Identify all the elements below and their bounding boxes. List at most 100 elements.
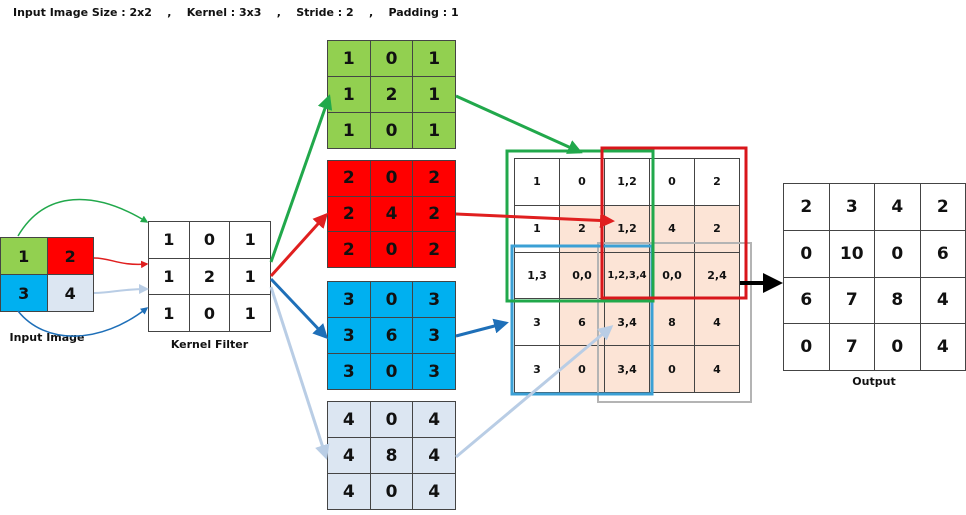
scaled-kernel-cell: 0 xyxy=(370,474,414,510)
scaled-kernel-cell: 0 xyxy=(370,282,414,318)
scaled-kernel-cell: 1 xyxy=(328,77,371,113)
output-label: Output xyxy=(852,375,896,388)
sum-grid-cell: 0,0 xyxy=(650,252,695,300)
scaled-kernel-cell: 0 xyxy=(370,402,414,438)
arrow-light-input-to-kernel xyxy=(93,284,149,295)
kernel-filter-label: Kernel Filter xyxy=(170,338,249,351)
scaled-kernel-cell: 4 xyxy=(328,402,371,438)
sum-grid-cell: 1,3 xyxy=(515,252,560,300)
sum-grid-cell: 3,4 xyxy=(605,299,650,347)
scaled-kernel-cell: 8 xyxy=(370,438,414,474)
arrow-red-kernel-to-scaled xyxy=(269,212,329,278)
sum-grid-cell: 2 xyxy=(695,205,740,253)
sum-grid-cell: 1,2 xyxy=(605,205,650,253)
output-cell: 0 xyxy=(875,324,921,371)
sum-grid-cell: 8 xyxy=(650,299,695,347)
output-cell: 10 xyxy=(829,230,875,278)
scaled-kernel-cell: 4 xyxy=(413,438,456,474)
scaled-kernel-cell: 4 xyxy=(413,474,456,510)
sum-grid-cell: 0 xyxy=(650,346,695,393)
input-image-cell: 2 xyxy=(47,238,94,275)
scaled-kernel-cell: 2 xyxy=(413,161,456,197)
input-image-cell: 1 xyxy=(1,238,48,275)
output-cell: 6 xyxy=(920,230,966,278)
arrow-light-kernel-to-scaled xyxy=(269,286,330,460)
input-image-cell: 4 xyxy=(47,275,94,312)
scaled-kernel-cell: 1 xyxy=(413,41,456,77)
scaled-kernel-cell: 0 xyxy=(370,232,414,268)
scaled-kernel-cell: 3 xyxy=(413,282,456,318)
header-text: Input Image Size : 2x2 , Kernel : 3x3 , … xyxy=(13,6,459,19)
output-cell: 7 xyxy=(829,277,875,325)
scaled-kernel-cell: 1 xyxy=(328,41,371,77)
scaled-kernel-cell: 3 xyxy=(328,282,371,318)
scaled-kernel-cell: 3 xyxy=(413,318,456,354)
scaled-kernel-cell: 2 xyxy=(413,232,456,268)
sum-grid-cell: 3,4 xyxy=(605,346,650,393)
sum-grid-cell: 1 xyxy=(515,205,560,253)
sum-grid-cell: 2 xyxy=(695,159,740,206)
input-image-cell: 3 xyxy=(1,275,48,312)
kernel-filter-cell: 1 xyxy=(230,258,271,296)
scaled-kernel-cell: 2 xyxy=(370,77,414,113)
kernel-filter-cell: 1 xyxy=(149,258,190,296)
scaled-kernel-cell: 0 xyxy=(370,161,414,197)
scaled-kernel-cell: 3 xyxy=(328,318,371,354)
sum-grid-cell: 3 xyxy=(515,299,560,347)
sum-grid-cell: 3 xyxy=(515,346,560,393)
scaled-kernel-cell: 2 xyxy=(328,232,371,268)
output-cell: 2 xyxy=(784,184,830,231)
output-cell: 8 xyxy=(875,277,921,325)
sum-grid-cell: 0 xyxy=(560,346,605,393)
output-cell: 4 xyxy=(920,324,966,371)
kernel-filter-cell: 0 xyxy=(189,222,231,259)
sum-grid-cell: 0,0 xyxy=(560,252,605,300)
sum-grid-cell: 0 xyxy=(560,159,605,206)
arrow-red-input-to-kernel xyxy=(93,257,149,269)
sum-grid-cell: 2 xyxy=(560,205,605,253)
output-cell: 0 xyxy=(784,324,830,371)
sum-grid-cell: 2,4 xyxy=(695,252,740,300)
sum-grid-cell: 4 xyxy=(650,205,695,253)
kernel-filter-cell: 1 xyxy=(230,222,271,259)
sum-grid-cell: 1,2 xyxy=(605,159,650,206)
input-image-label: Input Image xyxy=(9,331,85,344)
sum-grid-cell: 1 xyxy=(515,159,560,206)
sum-grid-cell: 1,2,3,4 xyxy=(605,252,650,300)
scaled-kernel-cell: 0 xyxy=(370,354,414,390)
kernel-filter-cell: 0 xyxy=(189,295,231,332)
sum-grid-cell: 6 xyxy=(560,299,605,347)
sum-grid-cell: 4 xyxy=(695,299,740,347)
output-cell: 3 xyxy=(829,184,875,231)
scaled-kernel-cell: 1 xyxy=(413,77,456,113)
arrow-green-input-to-kernel xyxy=(17,198,149,237)
output-cell: 7 xyxy=(829,324,875,371)
kernel-filter-cell: 2 xyxy=(189,258,231,296)
output-cell: 0 xyxy=(875,230,921,278)
output-cell: 0 xyxy=(784,230,830,278)
arrow-blue-kernel-to-scaled xyxy=(269,277,329,340)
output-cell: 2 xyxy=(920,184,966,231)
scaled-kernel-cell: 0 xyxy=(370,113,414,149)
arrow-green-kernel-to-scaled xyxy=(269,94,333,263)
kernel-filter-cell: 1 xyxy=(149,295,190,332)
arrow-green-scaled-to-sum xyxy=(455,94,583,154)
scaled-kernel-cell: 4 xyxy=(370,196,414,233)
scaled-kernel-cell: 3 xyxy=(328,354,371,390)
scaled-kernel-cell: 2 xyxy=(328,196,371,233)
output-cell: 6 xyxy=(784,277,830,325)
scaled-kernel-cell: 0 xyxy=(370,41,414,77)
scaled-kernel-cell: 2 xyxy=(413,196,456,233)
kernel-filter-cell: 1 xyxy=(149,222,190,259)
scaled-kernel-cell: 6 xyxy=(370,318,414,354)
output-cell: 4 xyxy=(875,184,921,231)
scaled-kernel-cell: 4 xyxy=(328,474,371,510)
